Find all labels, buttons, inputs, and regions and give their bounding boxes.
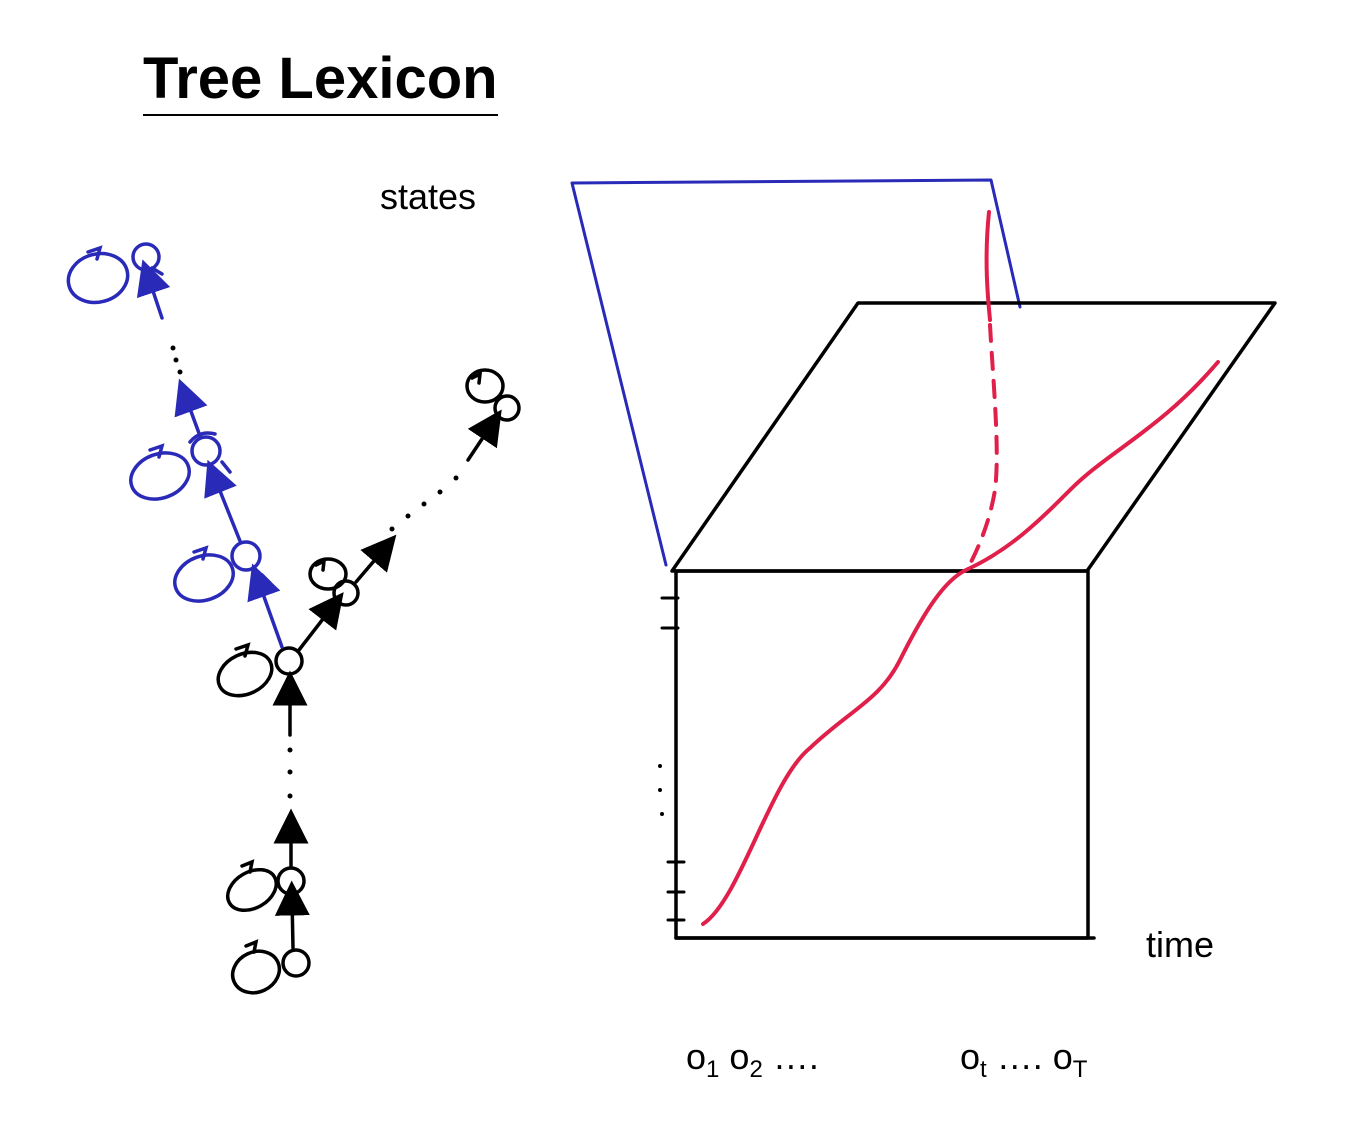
state-axis-ellipsis	[658, 764, 664, 816]
obs-oT-subscript: T	[1072, 1056, 1088, 1083]
trellis-box	[674, 569, 1090, 940]
obs-o1-subscript: 1	[706, 1056, 720, 1083]
vertical-ellipsis	[170, 345, 183, 375]
slide-title: Tree Lexicon	[143, 44, 498, 116]
hmm-state-node	[465, 368, 521, 422]
time-axis-label: time	[1146, 924, 1215, 965]
state-ticks	[660, 596, 686, 922]
obs-ot-subscript: t	[980, 1056, 987, 1083]
search-space-plot	[570, 178, 1277, 940]
hmm-state-node	[66, 242, 164, 305]
obs-o1: o	[686, 1036, 707, 1077]
hmm-tree	[66, 242, 521, 995]
transition-arrow	[204, 459, 242, 543]
vertical-ellipsis	[287, 747, 293, 799]
transition-arrow	[174, 378, 208, 438]
transition-arrow	[354, 534, 397, 584]
observations-end-label: ot …. oT	[960, 1036, 1087, 1084]
obs-ellipsis-right: ….	[996, 1036, 1043, 1077]
transition-arrow	[297, 592, 344, 652]
hmm-state-node	[308, 557, 360, 607]
transition-arrow	[466, 409, 502, 462]
hmm-state-node	[129, 431, 232, 501]
transition-arrow	[136, 259, 171, 320]
viterbi-path	[701, 360, 1220, 926]
states-axis-label: states	[380, 176, 477, 217]
obs-o2: o	[729, 1036, 750, 1077]
hmm-state-node	[173, 540, 272, 603]
obs-ot: o	[960, 1036, 981, 1077]
obs-o2-subscript: 2	[749, 1056, 763, 1083]
obs-oT: o	[1052, 1036, 1073, 1077]
diagonal-ellipsis	[389, 475, 459, 532]
viterbi-path-branch-hidden	[966, 323, 999, 570]
hmm-state-node	[230, 939, 311, 995]
obs-ellipsis-left: ….	[772, 1036, 819, 1077]
viterbi-path-branch	[984, 210, 992, 322]
observations-start-label: o1 o2 ….	[686, 1036, 819, 1084]
hmm-branch-node	[216, 642, 304, 698]
transition-arrow	[274, 880, 310, 950]
word-plane-black	[670, 301, 1277, 573]
transition-arrow	[247, 563, 284, 649]
word-plane-blue	[570, 178, 1022, 567]
